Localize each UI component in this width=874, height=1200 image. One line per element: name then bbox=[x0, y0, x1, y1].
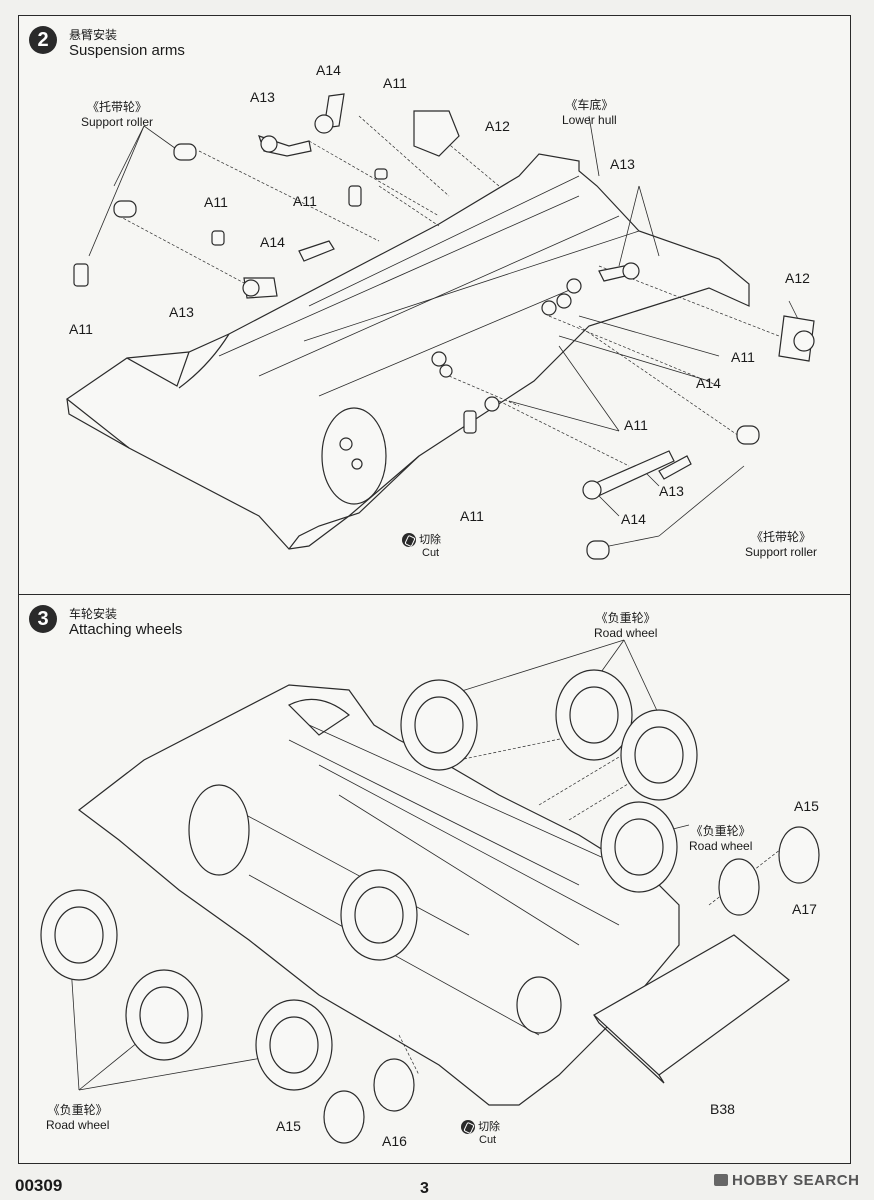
cut-cn: 切除 bbox=[478, 1121, 501, 1133]
part-label-a12: A12 bbox=[485, 118, 510, 134]
cut-note: 切除 Cut bbox=[402, 531, 441, 559]
step-2-panel: 2 悬臂安装 Suspension arms bbox=[18, 15, 851, 595]
part-label-a11: A11 bbox=[69, 321, 93, 337]
part-a11 bbox=[348, 185, 362, 207]
caption-en: Road wheel bbox=[46, 1118, 110, 1132]
step-number-badge: 2 bbox=[29, 26, 57, 54]
attaching-wheels-drawing bbox=[40, 639, 820, 1144]
part-label-b38: B38 bbox=[710, 1101, 735, 1117]
part-label-a11: A11 bbox=[383, 75, 407, 91]
part-a14-arm bbox=[298, 240, 335, 262]
part-label-a11: A11 bbox=[624, 417, 648, 433]
watermark-text: HOBBY SEARCH bbox=[732, 1172, 860, 1189]
caption-cn: 《负重轮》 bbox=[595, 611, 656, 625]
support-roller-part bbox=[173, 143, 197, 161]
part-a11 bbox=[463, 410, 477, 434]
part-a12 bbox=[413, 110, 460, 157]
watermark: HOBBY SEARCH bbox=[714, 1172, 859, 1189]
part-label-a17: A17 bbox=[792, 901, 817, 917]
cut-cn: 切除 bbox=[419, 534, 442, 546]
part-label-a16: A16 bbox=[382, 1133, 407, 1149]
part-label-a13: A13 bbox=[610, 156, 635, 172]
part-a17-sprocket bbox=[718, 858, 760, 916]
part-b38-plate bbox=[592, 934, 790, 1076]
caption-en: Road wheel bbox=[594, 626, 658, 640]
part-label-a11: A11 bbox=[731, 349, 755, 365]
cut-icon bbox=[461, 1120, 475, 1135]
part-label-a14: A14 bbox=[316, 62, 341, 78]
step-title-cn: 车轮安装 bbox=[69, 607, 118, 621]
caption-cn: 《负重轮》 bbox=[690, 824, 751, 838]
suspension-arms-drawing bbox=[65, 93, 815, 560]
support-roller-part bbox=[586, 540, 610, 560]
caption-en: Road wheel bbox=[689, 839, 753, 853]
support-roller-part bbox=[736, 425, 760, 445]
step-title-en: Attaching wheels bbox=[69, 621, 183, 638]
caption-cn: 《车底》 bbox=[565, 98, 614, 112]
caption-en: Support roller bbox=[745, 545, 818, 559]
part-a16-sprocket bbox=[373, 1058, 415, 1112]
part-label-a13: A13 bbox=[250, 89, 275, 105]
step-number-badge: 3 bbox=[29, 605, 57, 633]
part-a15-sprocket bbox=[323, 1090, 365, 1144]
part-label-a12: A12 bbox=[785, 270, 810, 286]
cut-en: Cut bbox=[479, 1134, 497, 1147]
part-label-a11: A11 bbox=[204, 194, 228, 210]
cut-note: 切除 Cut bbox=[461, 1118, 500, 1146]
cut-en: Cut bbox=[422, 547, 440, 560]
caption-en: Lower hull bbox=[562, 113, 617, 127]
part-label-a13: A13 bbox=[659, 483, 684, 499]
caption-cn: 《托带轮》 bbox=[751, 530, 812, 544]
road-wheel-caption-left: 《负重轮》 Road wheel bbox=[46, 1101, 109, 1132]
support-roller-caption-right: 《托带轮》 Support roller bbox=[745, 528, 817, 559]
road-wheel-caption-right: 《负重轮》 Road wheel bbox=[689, 822, 752, 853]
lower-hull-outline bbox=[65, 153, 750, 550]
road-wheels bbox=[40, 669, 820, 1144]
part-a14-arm bbox=[658, 455, 692, 480]
step-title-en: Suspension arms bbox=[69, 42, 185, 59]
page-number: 3 bbox=[420, 1180, 429, 1197]
part-label-a11: A11 bbox=[460, 508, 484, 524]
part-label-a15: A15 bbox=[794, 798, 819, 814]
part-a15-sprocket bbox=[778, 826, 820, 884]
hobby-search-logo-icon bbox=[714, 1174, 728, 1186]
caption-cn: 《负重轮》 bbox=[47, 1103, 108, 1117]
part-label-a15: A15 bbox=[276, 1118, 301, 1134]
step-title-cn: 悬臂安装 bbox=[69, 28, 118, 42]
part-label-a13: A13 bbox=[169, 304, 194, 320]
lower-hull-caption: 《车底》 Lower hull bbox=[562, 96, 617, 127]
step-3-panel: 3 车轮安装 Attaching wheels bbox=[18, 594, 851, 1164]
caption-en: Support roller bbox=[81, 115, 154, 129]
part-a11 bbox=[73, 263, 89, 287]
part-a11 bbox=[374, 168, 388, 180]
caption-cn: 《托带轮》 bbox=[87, 100, 148, 114]
part-label-a14: A14 bbox=[621, 511, 646, 527]
part-label-a14: A14 bbox=[260, 234, 285, 250]
support-roller-part bbox=[113, 200, 137, 218]
part-label-a14: A14 bbox=[696, 375, 721, 391]
support-roller-caption-left: 《托带轮》 Support roller bbox=[81, 98, 153, 129]
road-wheel-caption-top: 《负重轮》 Road wheel bbox=[594, 609, 657, 640]
part-a11 bbox=[211, 230, 225, 246]
part-label-a11: A11 bbox=[293, 193, 317, 209]
cut-icon bbox=[402, 533, 416, 548]
kit-code: 00309 bbox=[15, 1176, 63, 1195]
